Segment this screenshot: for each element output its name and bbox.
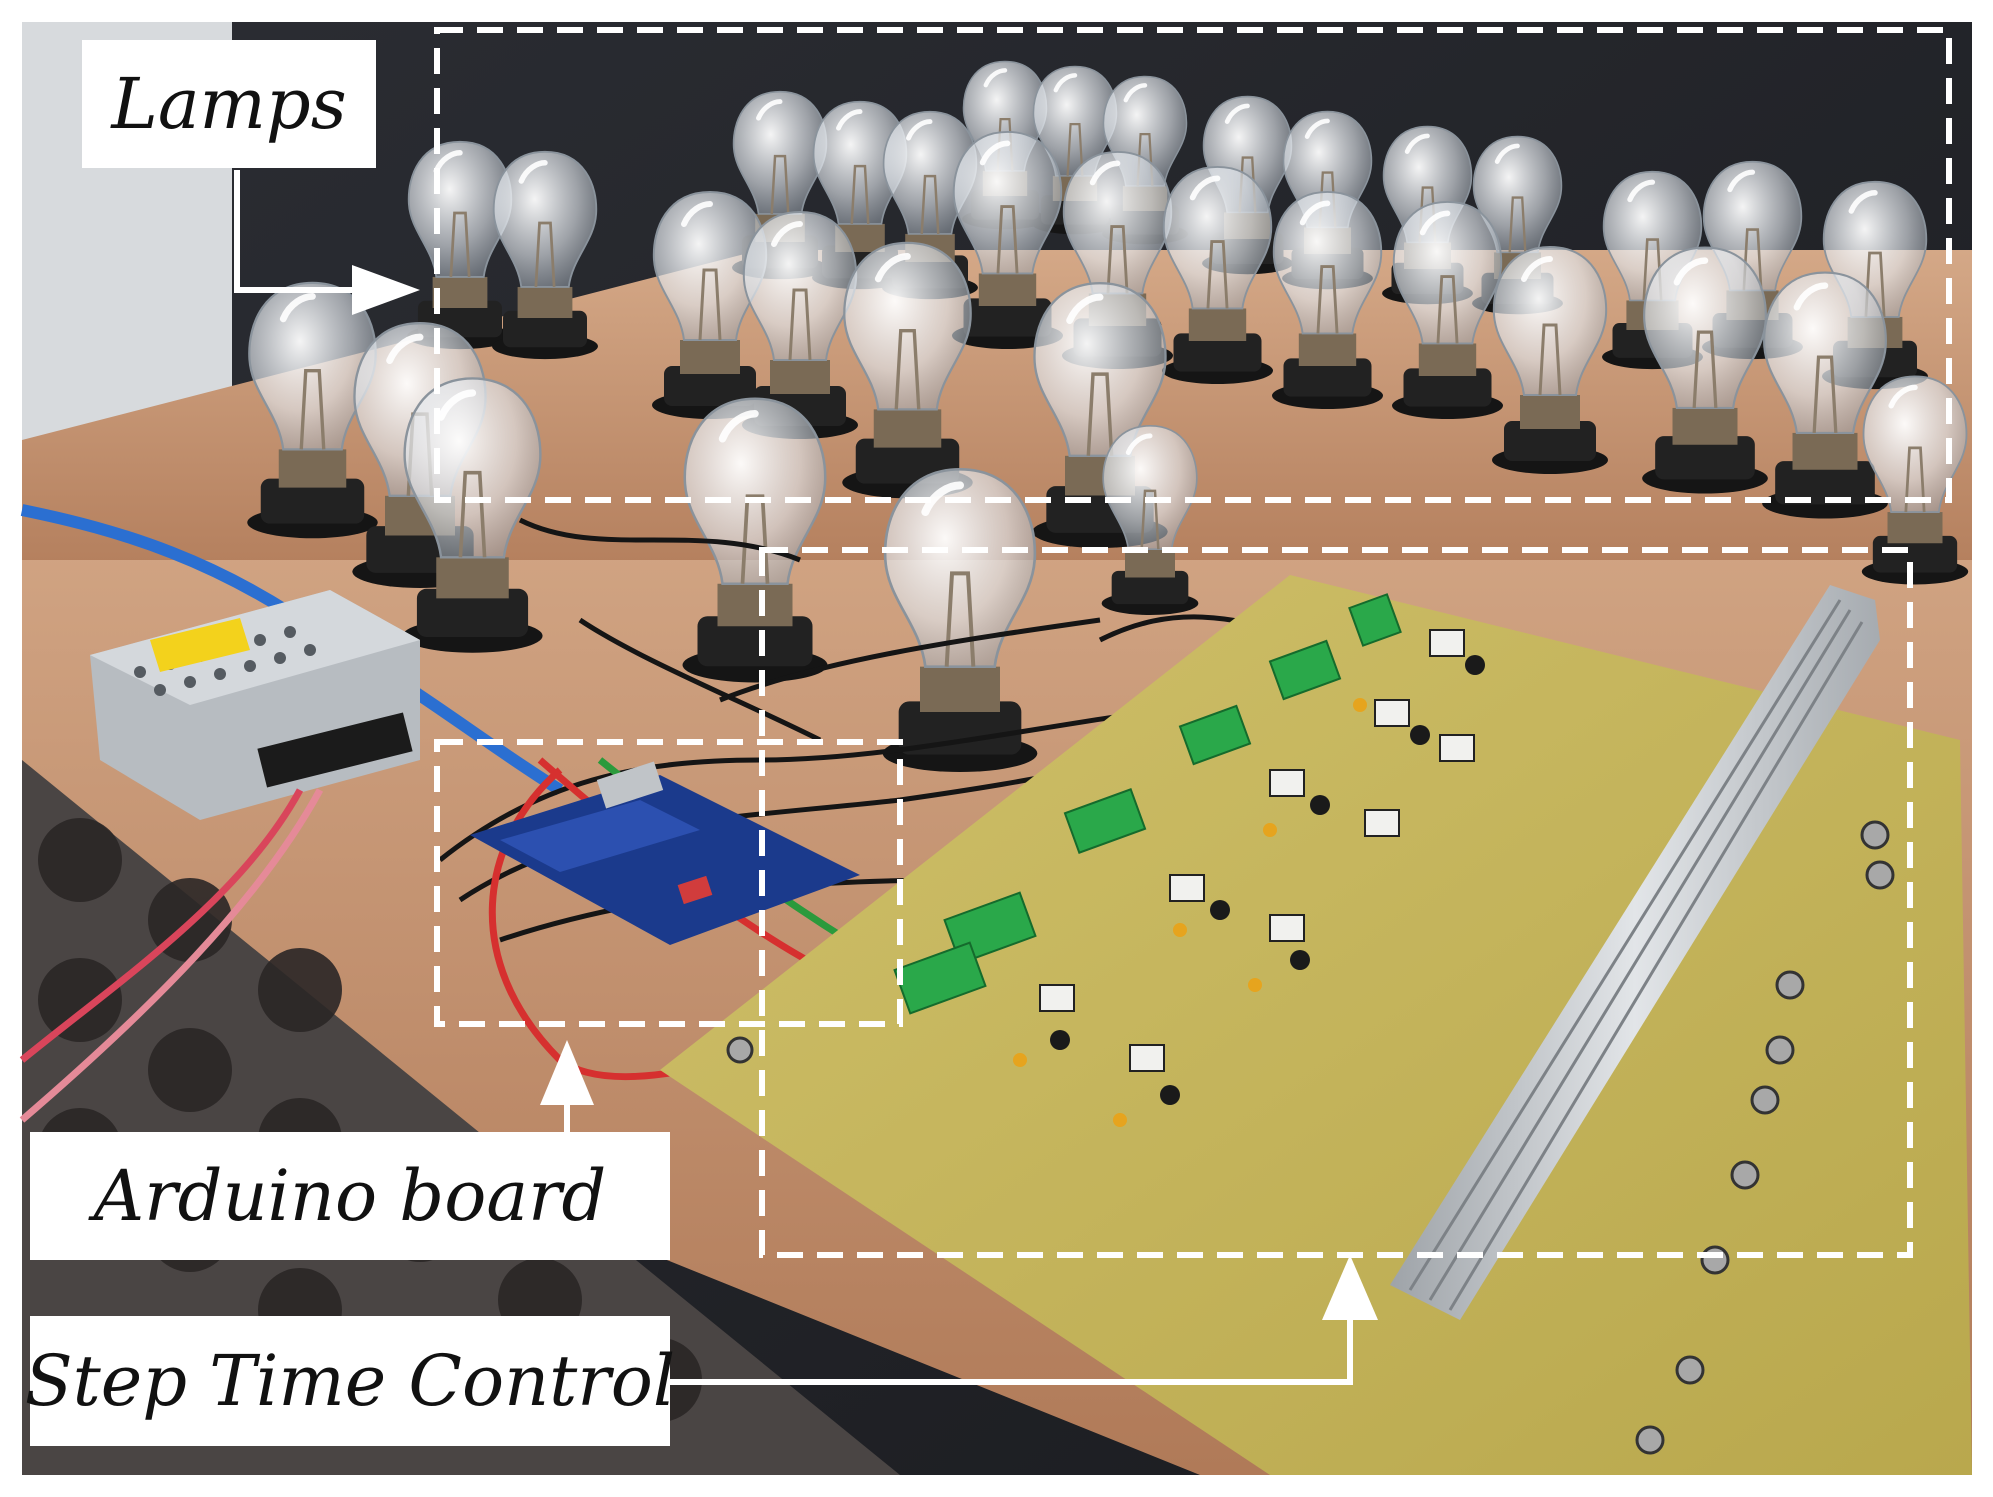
annotation-boxes bbox=[434, 27, 1952, 1258]
bench-side-panel bbox=[22, 760, 900, 1475]
step-time-control-label: Step Time Control bbox=[25, 1316, 675, 1446]
lamps-label: Lamps bbox=[82, 40, 376, 168]
step-time-control-arrow-icon bbox=[1322, 1255, 1378, 1320]
step-time-control-dashed-box bbox=[759, 547, 1913, 1258]
lamps-dashed-box bbox=[434, 27, 1952, 503]
lamps-arrow-icon bbox=[352, 265, 420, 315]
power-supply bbox=[90, 590, 420, 820]
arrowheads bbox=[352, 265, 1378, 1320]
arduino-arrow-icon bbox=[540, 1040, 594, 1105]
arduino-board-label: Arduino board bbox=[30, 1132, 670, 1260]
arduino-dashed-box bbox=[434, 739, 903, 1027]
control-pcb bbox=[660, 575, 1972, 1475]
arduino-board-graphic bbox=[470, 761, 860, 945]
